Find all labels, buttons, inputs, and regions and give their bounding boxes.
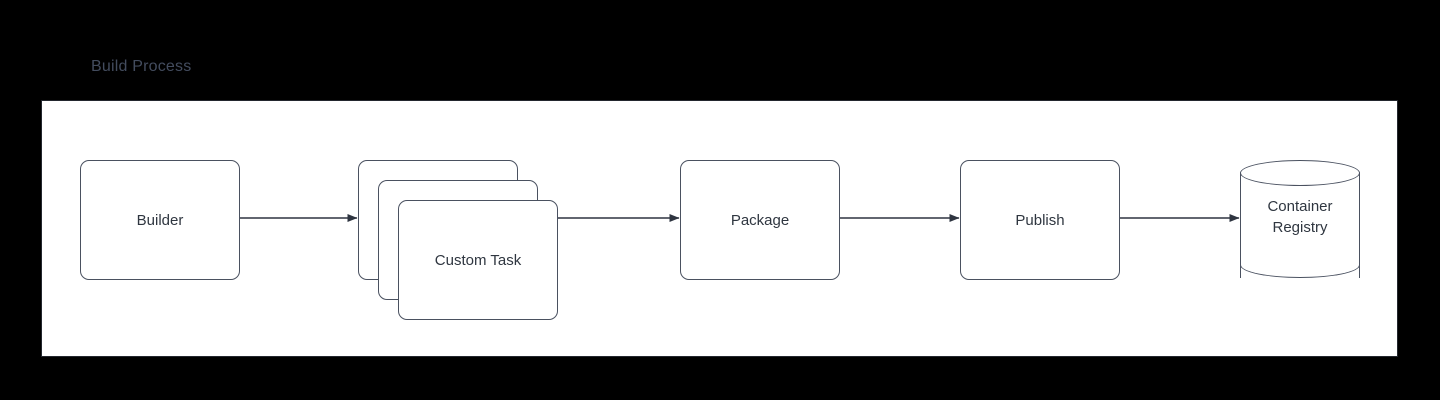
node-package-label: Package — [730, 211, 790, 229]
group-title-build-process: Build Process — [91, 58, 192, 75]
node-container-registry[interactable]: Container Registry — [1240, 160, 1360, 278]
cylinder-bottom-cap — [1240, 252, 1360, 278]
node-builder[interactable]: Builder — [80, 160, 240, 280]
node-publish-label: Publish — [1015, 211, 1065, 229]
node-container-registry-label-line2: Registry — [1272, 219, 1328, 236]
node-container-registry-label: Container Registry — [1240, 196, 1360, 238]
node-custom-task[interactable]: Custom Task — [398, 200, 558, 320]
node-builder-label: Builder — [136, 211, 184, 229]
node-package[interactable]: Package — [680, 160, 840, 280]
node-custom-task-label: Custom Task — [434, 251, 522, 269]
cylinder-top-cap — [1240, 160, 1360, 186]
node-publish[interactable]: Publish — [960, 160, 1120, 280]
node-container-registry-label-line1: Container — [1267, 198, 1333, 215]
